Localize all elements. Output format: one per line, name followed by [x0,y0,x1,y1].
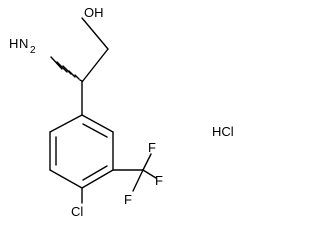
atom-nh2-h: H [9,36,18,51]
atom-nh2-n: N [19,36,28,51]
bond-c-f-top [142,153,152,171]
atom-oh: OH [84,5,104,20]
salt-hcl: HCl [212,124,234,139]
chemical-structure: OH H N 2 Cl F F F HCl [9,5,234,219]
bond-chiral-ch2 [81,48,109,83]
benzene-ring [49,114,114,189]
atom-nh2-subscript: 2 [30,45,36,56]
atom-f-right: F [155,173,163,188]
bond-c-f-bottom [132,169,144,192]
atom-cl: Cl [71,204,83,219]
bond-c-f-right [142,169,157,179]
bond-ch2-oh [81,17,109,50]
atom-f-top: F [148,140,156,155]
hashed-wedge-bond-nh2 [50,56,83,82]
atom-f-bottom: F [124,192,132,207]
